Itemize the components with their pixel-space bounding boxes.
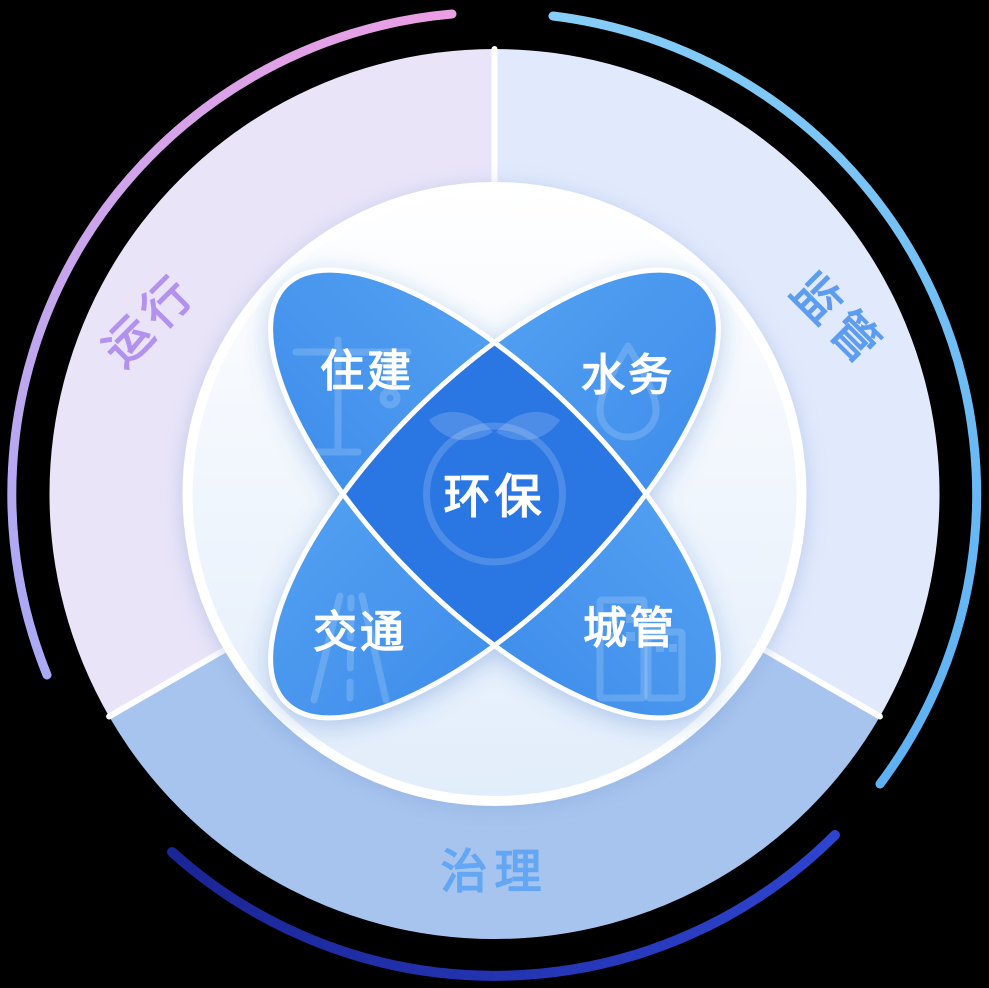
buildings-icon [596, 596, 686, 702]
center-overlap [343, 342, 646, 646]
outer-arc-governance [167, 830, 840, 981]
road-icon [310, 592, 390, 704]
center-module[interactable]: 环保 [423, 411, 566, 566]
crane-icon [292, 336, 412, 456]
outer-arc-supervision [548, 11, 982, 789]
center-label-environment: 环保 [444, 470, 546, 523]
eco-leaf-icon [423, 411, 566, 566]
petal-outline-a [268, 267, 721, 721]
water-drop-icon [596, 342, 660, 441]
petal-label-transport: 交通 [313, 608, 407, 657]
petal-urban[interactable]: 城管 [583, 596, 686, 702]
petal-outline-b [268, 267, 721, 721]
petal-water[interactable]: 水务 [581, 342, 675, 441]
petal-cross [268, 267, 721, 721]
petal-transport[interactable]: 交通 [310, 592, 407, 704]
outer-ring [7, 9, 982, 981]
outer-arc-operation [7, 9, 457, 680]
petal-label-water: 水务 [581, 351, 675, 400]
sector-label-governance: 治理 [441, 845, 549, 898]
petal-housing[interactable]: 住建 [292, 336, 414, 456]
petal-label-housing: 住建 [320, 347, 414, 396]
petal-label-urban: 城管 [583, 604, 677, 653]
